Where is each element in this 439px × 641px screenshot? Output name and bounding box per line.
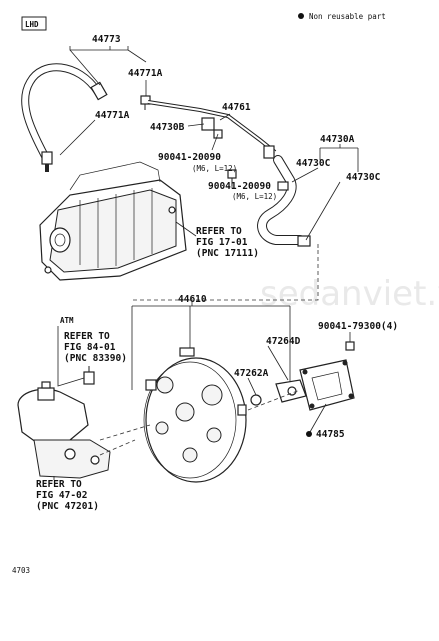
label-90041-20090-a: 90041-20090	[158, 152, 221, 163]
vacuum-pipe-44761	[147, 100, 277, 159]
nut-90041-79300	[345, 341, 355, 351]
label-44761: 44761	[222, 102, 251, 113]
refer1-line3: (PNC 17111)	[196, 248, 259, 259]
vacuum-hose-44730A	[257, 155, 311, 247]
leader-lines	[53, 46, 359, 480]
lhd-tag: LHD	[25, 20, 39, 29]
dashed-guide-lines	[99, 244, 319, 456]
non-reusable-dot-icon	[298, 13, 304, 19]
refer1-line1: REFER TO	[196, 226, 242, 237]
grommet-47262A	[250, 394, 262, 406]
refer3-line3: (PNC 47201)	[36, 501, 99, 512]
watermark: sedanviet.vn	[260, 274, 439, 314]
atm-tag: ATM	[60, 316, 74, 325]
label-44771A-top: 44771A	[128, 68, 163, 79]
refer3-line1: REFER TO	[36, 479, 82, 490]
vacuum-hose-44773	[21, 63, 108, 172]
label-47264D: 47264D	[266, 336, 301, 347]
figure-number: 4703	[12, 566, 30, 575]
label-90041-20090-b-note: (M6, L=12)	[232, 192, 277, 201]
label-44610: 44610	[178, 294, 207, 305]
master-cylinder	[17, 381, 111, 479]
legend-text: Non reusable part	[309, 12, 386, 21]
refer2-line3: (PNC 83390)	[64, 353, 127, 364]
clip-44771A	[140, 95, 151, 110]
label-90041-20090-b: 90041-20090	[208, 181, 271, 192]
label-47262A: 47262A	[234, 368, 269, 379]
intake-manifold	[39, 161, 187, 281]
label-44730C-b: 44730C	[346, 172, 381, 183]
check-valve-47264D	[275, 379, 307, 403]
refer1-line2: FIG 17-01	[196, 237, 248, 248]
label-44730B: 44730B	[150, 122, 185, 133]
refer3-line2: FIG 47-02	[36, 490, 87, 501]
refer2-line2: FIG 84-01	[64, 342, 116, 353]
label-44730A: 44730A	[320, 134, 355, 145]
label-90041-79300: 90041-79300(4)	[318, 321, 398, 332]
non-reusable-44785-dot-icon	[306, 431, 312, 437]
label-44773: 44773	[92, 34, 121, 45]
label-44785: 44785	[316, 429, 345, 440]
lhd-box	[21, 16, 47, 31]
brake-booster-44610	[143, 347, 247, 483]
callout-labels: 44773 44771A 44771A 44761 44730B 90041-2…	[12, 34, 398, 575]
gasket-44785	[299, 359, 355, 411]
label-44730C-a: 44730C	[296, 158, 331, 169]
refer2-line1: REFER TO	[64, 331, 110, 342]
label-44771A-left: 44771A	[95, 110, 130, 121]
label-90041-20090-a-note: (M6, L=12)	[192, 164, 237, 173]
atm-sensor	[83, 366, 95, 385]
